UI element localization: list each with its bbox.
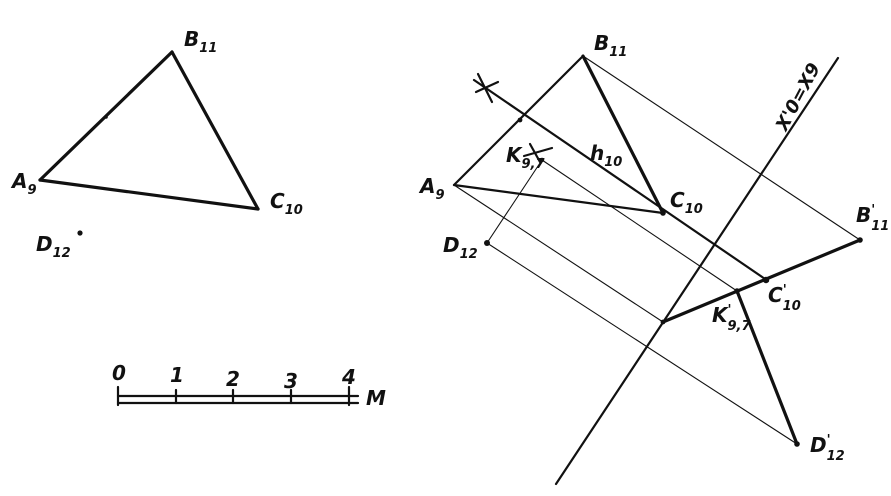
right-edge-ac: [452, 183, 665, 215]
right-label-d-prime: D'12: [810, 433, 845, 464]
cross-marks: [474, 72, 554, 164]
proj-line-d: [486, 242, 798, 445]
right-label-k: K9,7: [506, 143, 545, 172]
right-label-d: D12: [443, 233, 478, 262]
projection-lines: [453, 55, 861, 445]
axis-label: X'0=X9: [771, 60, 824, 136]
new-projection: [661, 238, 862, 446]
right-label-a: A9: [418, 174, 445, 203]
left-mid-point: [104, 115, 108, 119]
right-edge-bc: [581, 54, 665, 215]
point-b-prime: [857, 237, 863, 243]
proj-line-b: [582, 55, 861, 241]
scale-label-4: 4: [341, 365, 356, 389]
left-label-d: D12: [36, 232, 71, 261]
left-label-c: C10: [270, 189, 303, 218]
cross-2b: [522, 146, 554, 158]
point-k: [539, 157, 545, 163]
scale-label-1: 1: [170, 363, 184, 387]
left-edge-bc: [170, 50, 260, 211]
left-triangle: [38, 50, 260, 211]
point-c-prime: [762, 276, 770, 284]
right-label-c-prime: C'10: [768, 283, 801, 314]
point-c: [660, 210, 666, 216]
left-label-b: B11: [184, 27, 217, 56]
scale-unit: M: [366, 386, 386, 410]
new-edge-k-d: [735, 289, 799, 446]
left-edge-ac: [38, 178, 260, 211]
point-k-prime: [734, 288, 740, 294]
point-h-on-ab: [517, 117, 523, 123]
line-d-k: [486, 159, 543, 244]
right-points: [484, 117, 863, 447]
point-d: [484, 240, 490, 246]
right-triangle: [452, 54, 665, 215]
scale-bar: 0 1 2 3 4 M: [112, 361, 386, 410]
cross-1b: [474, 80, 500, 94]
horizontal-h-line: [472, 78, 770, 283]
left-label-a: A9: [10, 169, 37, 198]
point-d-prime: [794, 441, 800, 447]
right-label-h: h10: [590, 141, 622, 170]
scale-label-3: 3: [284, 369, 298, 393]
right-label-c: C10: [670, 188, 703, 217]
right-label-b: B11: [594, 31, 627, 60]
scale-label-2: 2: [226, 367, 240, 391]
proj-line-k: [541, 159, 738, 292]
right-label-b-prime: B'11: [856, 203, 889, 234]
right-label-k-prime: K'9,7: [712, 303, 751, 334]
projection-axis-line: [554, 56, 840, 486]
new-edge-a-b: [661, 238, 862, 324]
point-a-prime: [660, 319, 666, 325]
left-point-d: [77, 230, 83, 236]
scale-label-0: 0: [112, 361, 126, 385]
proj-line-a: [453, 184, 664, 323]
